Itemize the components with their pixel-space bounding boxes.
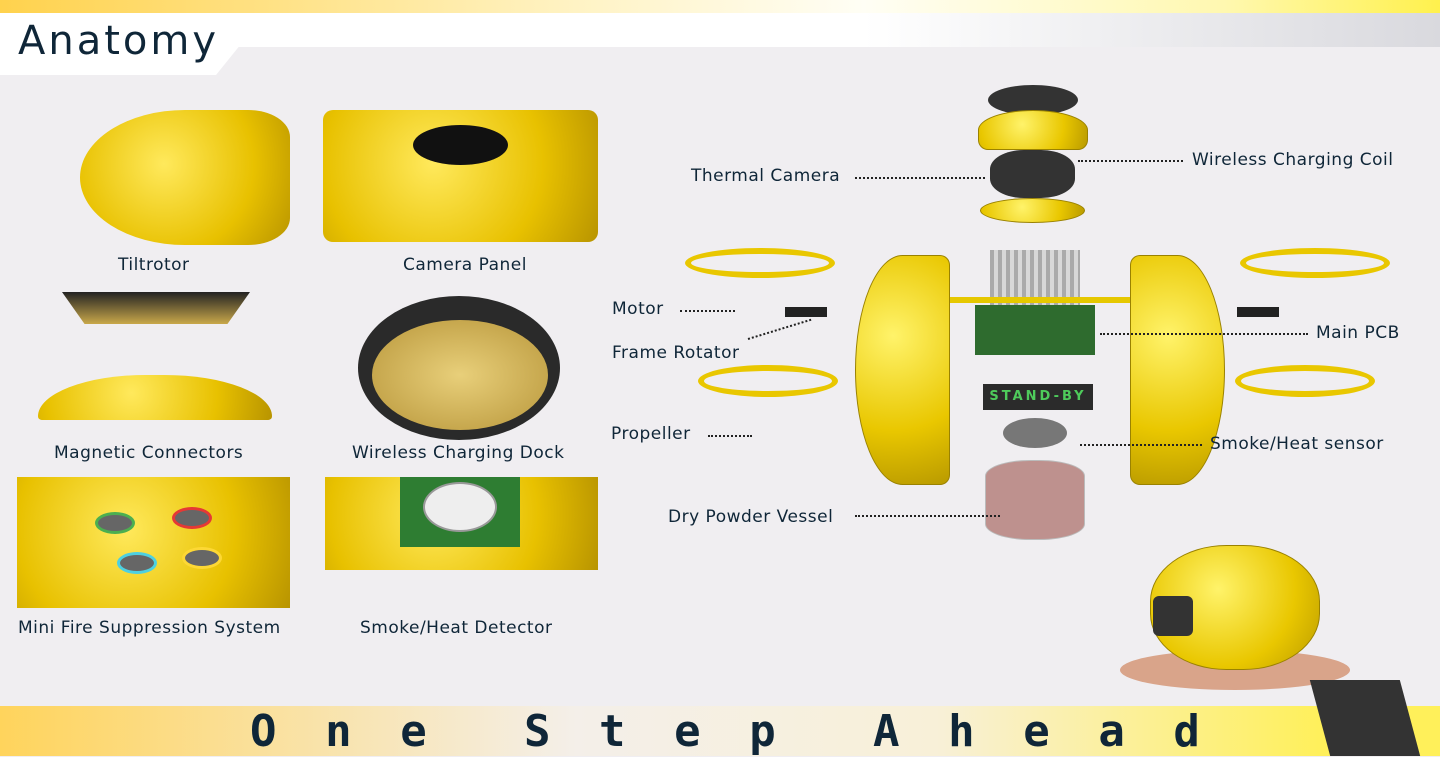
page-title: Anatomy (18, 18, 220, 64)
propeller-ring-br (1235, 365, 1375, 397)
camera-window (1153, 596, 1193, 636)
camera-panel-image (323, 110, 598, 242)
slogan-letter: S (523, 705, 551, 757)
slogan-letter: e (1023, 705, 1050, 757)
mini-fire-suppression-label: Mini Fire Suppression System (18, 618, 281, 638)
label-smoke-heat-sensor: Smoke/Heat sensor (1210, 434, 1384, 454)
leader-line (747, 318, 812, 340)
footer-band (0, 706, 1440, 756)
slogan: O n e S t e p A h e a d (250, 705, 1200, 757)
leader-line (708, 435, 752, 437)
header-band (0, 13, 1440, 47)
label-dry-powder-vessel: Dry Powder Vessel (668, 507, 834, 527)
wireless-charging-dock-label: Wireless Charging Dock (352, 443, 565, 463)
leader-line (855, 515, 1000, 517)
label-frame-rotator: Frame Rotator (612, 343, 740, 363)
leader-line (1078, 160, 1183, 162)
frame-rotator-part (785, 307, 827, 317)
camera-panel-label: Camera Panel (403, 255, 527, 275)
smoke-sensor-part (1003, 418, 1067, 448)
top-accent-bar (0, 0, 1440, 13)
dock-pad (372, 320, 548, 430)
smoke-heat-detector-image (325, 477, 598, 570)
slogan-letter: h (948, 705, 975, 757)
sensor-dial (423, 482, 497, 532)
slogan-letter: O (250, 705, 277, 757)
label-motor: Motor (612, 299, 664, 319)
magnetic-connectors-image (38, 375, 272, 420)
label-propeller: Propeller (611, 424, 691, 444)
connector-top-view (62, 292, 250, 324)
propeller-ring-bl (698, 365, 838, 397)
main-pcb (975, 305, 1095, 355)
frame-rotator-part (1237, 307, 1279, 317)
magnetic-connectors-label: Magnetic Connectors (54, 443, 244, 463)
slogan-letter: e (400, 705, 427, 757)
label-wireless-charging-coil: Wireless Charging Coil (1192, 150, 1394, 170)
slogan-letter: t (599, 705, 626, 757)
nozzle (172, 507, 212, 529)
sleeve (1309, 680, 1421, 756)
slogan-letter: A (872, 705, 900, 757)
tiltrotor-label: Tiltrotor (118, 255, 190, 275)
slogan-letter: n (325, 705, 352, 757)
slogan-letter: p (749, 705, 776, 757)
propeller-ring-tl (685, 248, 835, 278)
right-hemisphere (1130, 255, 1225, 485)
left-hemisphere (855, 255, 950, 485)
status-display: STAND-BY (983, 384, 1093, 410)
leader-line (680, 310, 735, 312)
wireless-charging-dock-image (358, 296, 560, 440)
lens-opening-icon (413, 125, 508, 165)
dry-powder-vessel (985, 460, 1085, 540)
slogan-letter: e (674, 705, 701, 757)
tiltrotor-image (80, 110, 290, 245)
leader-line (855, 177, 985, 179)
leader-line (1100, 333, 1308, 335)
nozzle (95, 512, 135, 534)
label-main-pcb: Main PCB (1316, 323, 1400, 343)
device-sphere-image (1150, 545, 1320, 670)
title-tab (0, 13, 240, 75)
label-thermal-camera: Thermal Camera (691, 166, 841, 186)
axle (875, 297, 1205, 303)
nozzle (182, 547, 222, 569)
coil-stack (990, 150, 1075, 198)
smoke-heat-detector-label: Smoke/Heat Detector (360, 618, 553, 638)
heatsink (990, 250, 1080, 305)
ring (980, 198, 1085, 223)
mini-fire-suppression-image (17, 477, 290, 608)
propeller-ring-tr (1240, 248, 1390, 278)
nozzle (117, 552, 157, 574)
leader-line (1080, 444, 1202, 446)
slogan-letter: a (1098, 705, 1125, 757)
slogan-letter: d (1173, 705, 1200, 757)
top-shell (978, 110, 1088, 150)
